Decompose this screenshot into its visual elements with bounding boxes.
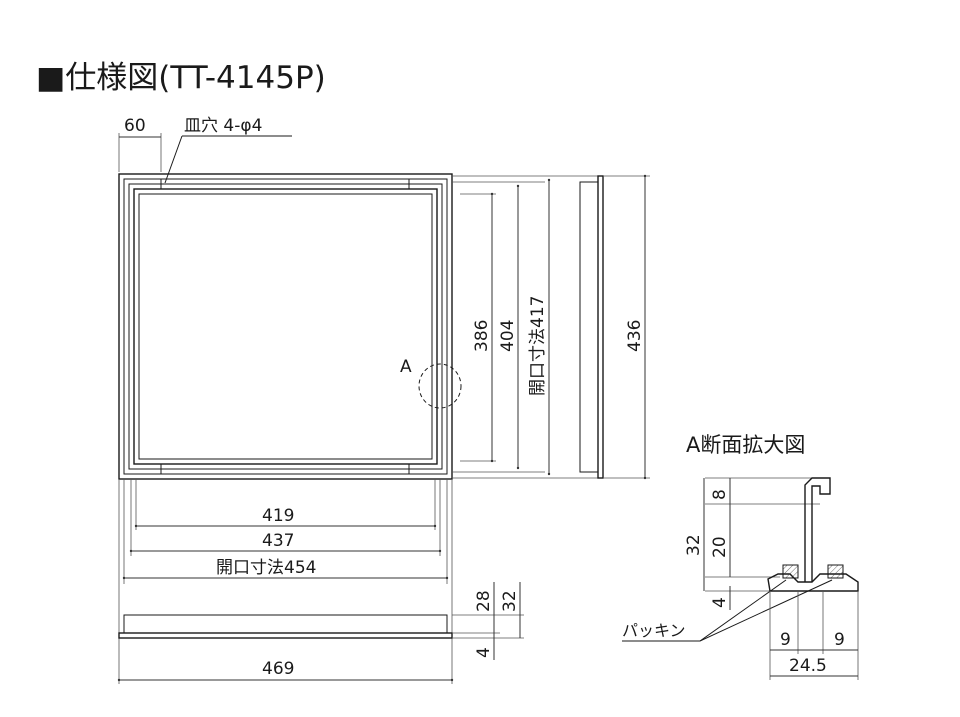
packing-left [782,564,799,579]
outer-frame [118,173,453,480]
section-dim-9b: 9 [834,630,845,650]
section-dim-4: 4 [710,597,730,608]
section-dim-8: 8 [710,489,730,500]
dim-opening-454: 開口寸法454 [216,558,316,578]
detail-a-circle [418,363,462,409]
detail-a-marker: A [400,357,412,377]
dim-4: 4 [474,647,494,658]
side-profile-right: 386 404 開口寸法417 436 [452,174,650,480]
hole-leader [164,135,183,184]
bottom-side-dimensions: 28 32 4 [452,582,524,660]
packing-right [827,564,844,579]
dim-469: 469 [262,659,294,679]
hole-note: 皿穴 4-φ4 [184,116,262,136]
dim-404: 404 [498,320,518,352]
section-dim-9a: 9 [780,630,791,650]
dim-60: 60 [124,116,146,136]
lid-panel [138,193,433,460]
section-dim-32: 32 [684,534,704,556]
top-dimensions: 60 皿穴 4-φ4 [118,116,292,184]
dim-32: 32 [500,590,520,612]
dim-opening-417: 開口寸法417 [528,296,548,396]
section-a-detail: A断面拡大図 8 20 32 4 パッキン 9 9 24.5 [622,433,859,680]
section-dim-20: 20 [710,536,730,558]
bottom-dimensions: 419 437 開口寸法454 469 [117,479,454,684]
dim-437: 437 [262,531,294,551]
page-title: ■仕様図(TT-4145P) [36,60,326,96]
dim-436: 436 [625,320,645,352]
packing-label: パッキン [622,621,686,640]
section-a-title: A断面拡大図 [686,433,805,457]
dim-419: 419 [262,506,294,526]
dim-28: 28 [474,590,494,612]
screw-holes [160,179,410,474]
section-dim-24-5: 24.5 [789,656,827,676]
front-view: A [118,173,462,480]
dim-386: 386 [472,320,492,352]
